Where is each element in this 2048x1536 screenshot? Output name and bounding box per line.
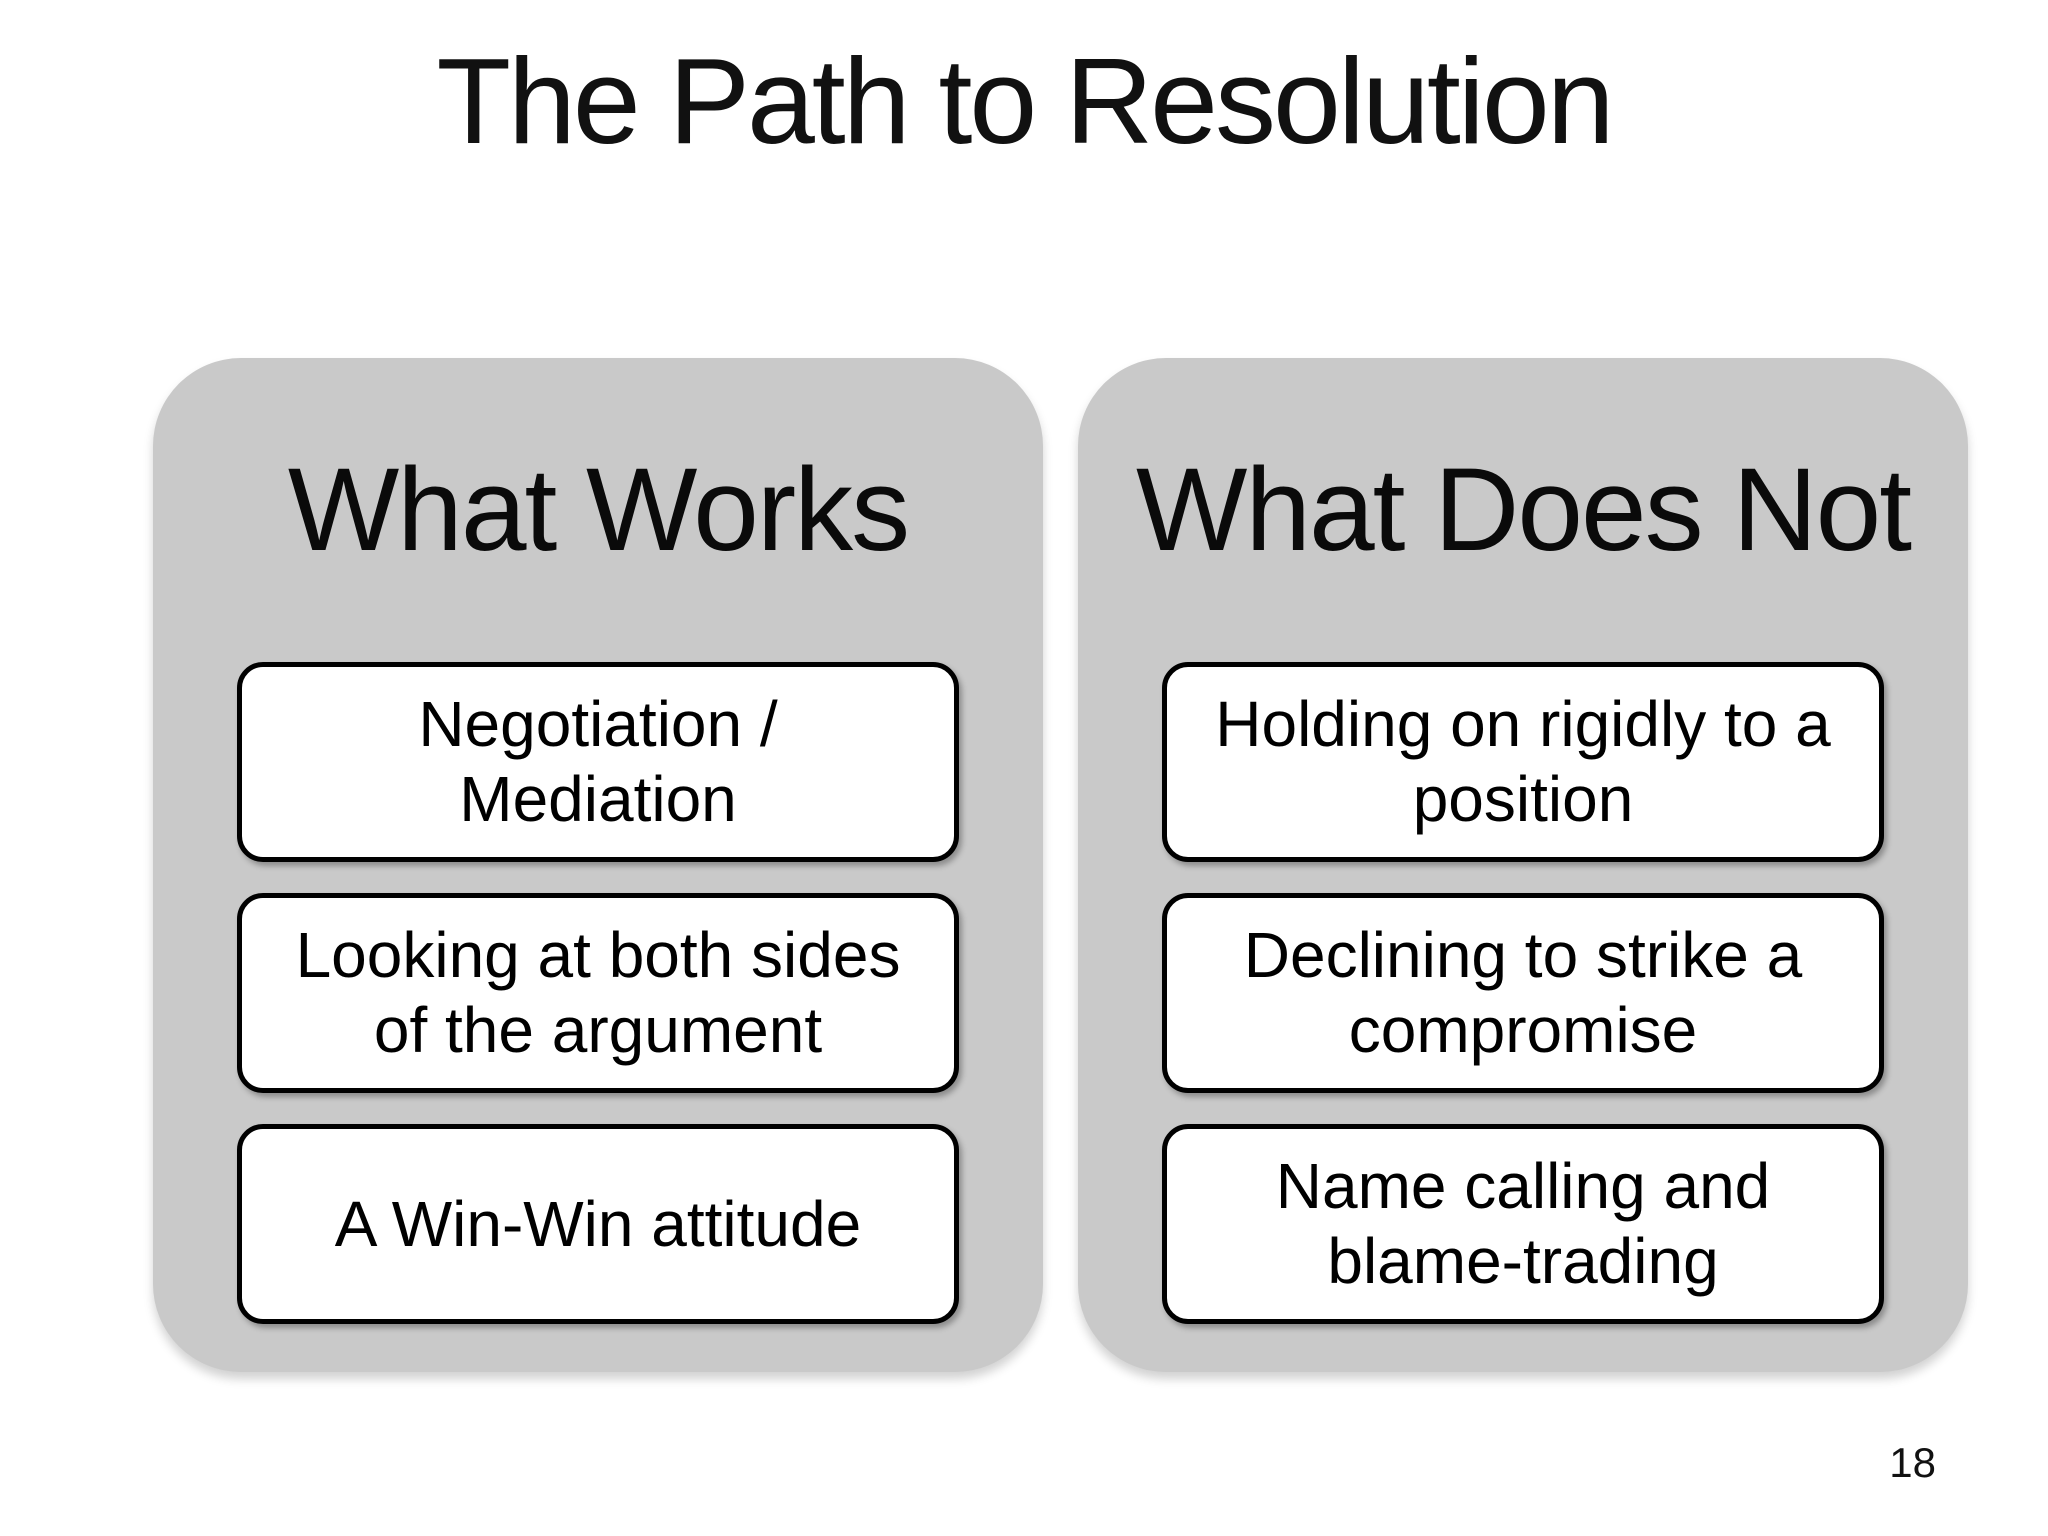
panel-what-works-boxes: Negotiation /Mediation Looking at both s… bbox=[153, 662, 1043, 1324]
item-box-win-win: A Win-Win attitude bbox=[237, 1124, 959, 1324]
slide-title: The Path to Resolution bbox=[436, 33, 1614, 169]
item-box-text: A Win-Win attitude bbox=[334, 1187, 862, 1260]
page-number: 18 bbox=[1889, 1439, 1936, 1486]
item-box-negotiation-mediation: Negotiation /Mediation bbox=[237, 662, 959, 862]
panel-what-works: What Works Negotiation /Mediation Lookin… bbox=[153, 358, 1043, 1372]
item-box-text: Negotiation /Mediation bbox=[418, 688, 778, 835]
panel-what-works-heading: What Works bbox=[287, 444, 910, 576]
panel-what-does-not-heading: What Does Not bbox=[1135, 444, 1912, 576]
